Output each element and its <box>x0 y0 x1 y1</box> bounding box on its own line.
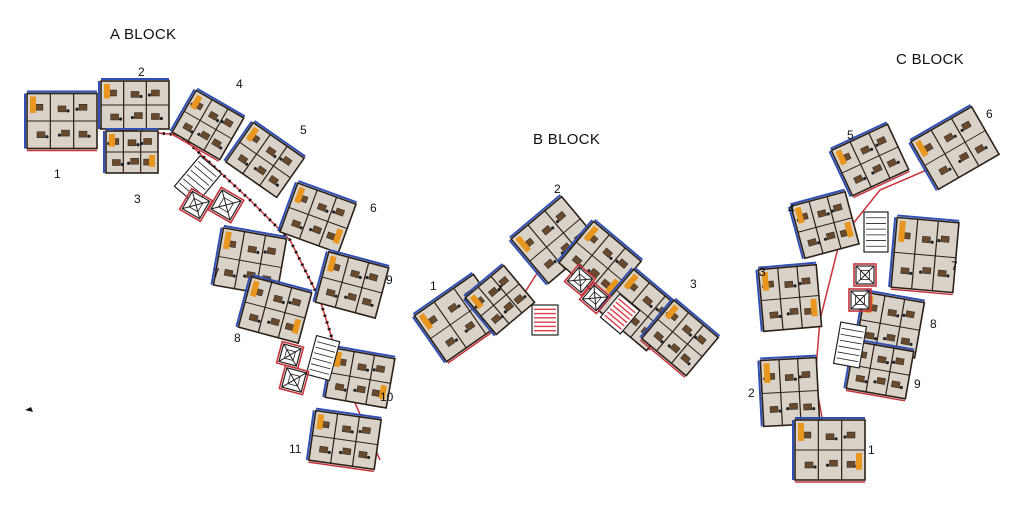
unit-label: 5 <box>847 128 854 142</box>
b-lift-1 <box>578 281 612 315</box>
c-stair-2 <box>832 321 868 369</box>
a-unit-5 <box>223 120 306 199</box>
unit-label: 3 <box>690 277 697 291</box>
unit-label: 2 <box>554 182 561 196</box>
c-unit-6 <box>908 104 1001 191</box>
block-b-plan <box>411 194 721 378</box>
a-unit-3 <box>103 128 159 174</box>
c-lift-2 <box>848 288 872 312</box>
c-unit-4 <box>788 188 861 260</box>
unit-label: 11 <box>289 442 302 456</box>
a-lift-4 <box>275 340 305 370</box>
a-lift-1 <box>207 186 245 224</box>
unit-label: 2 <box>748 386 755 400</box>
a-unit-1 <box>24 90 98 152</box>
a-lift-2 <box>178 187 214 223</box>
c-unit-1 <box>792 417 866 483</box>
unit-label: 6 <box>986 107 993 121</box>
block-a-plan <box>24 78 396 473</box>
unit-label: 3 <box>134 192 141 206</box>
c-unit-7 <box>888 214 960 296</box>
a-unit-4 <box>169 87 246 162</box>
b-stair-1 <box>531 304 559 336</box>
a-unit-2 <box>98 78 170 130</box>
unit-label: 2 <box>138 65 145 79</box>
block-c-plan <box>755 104 1001 483</box>
b-unit-1-b <box>463 263 536 337</box>
unit-label: 3 <box>759 265 766 279</box>
b-stair-2 <box>599 293 641 335</box>
c-unit-2 <box>757 354 821 428</box>
unit-label: 9 <box>914 377 921 391</box>
unit-label: 7 <box>213 266 220 280</box>
unit-label: 8 <box>234 331 241 345</box>
unit-label: 9 <box>386 273 393 287</box>
a-unit-11 <box>305 407 383 473</box>
a-stair-1 <box>173 154 223 206</box>
unit-label: 1 <box>868 443 875 457</box>
c-lift-1 <box>853 263 877 287</box>
c-unit-3 <box>755 261 823 333</box>
unit-label: 1 <box>430 279 437 293</box>
c-unit-9 <box>843 338 915 402</box>
a-unit-10 <box>322 345 396 409</box>
unit-label: 1 <box>54 167 61 181</box>
unit-label: 7 <box>951 259 958 273</box>
unit-label: 8 <box>930 317 937 331</box>
block-title-a: A BLOCK <box>110 26 177 43</box>
a-stair-2 <box>305 334 341 382</box>
block-a-corridor-dashes <box>99 126 347 381</box>
unit-label: 5 <box>300 123 307 137</box>
b-unit-3-b <box>639 297 721 378</box>
block-title-b: B BLOCK <box>533 131 601 148</box>
b-lift-2 <box>563 263 597 297</box>
unit-label: 4 <box>788 202 795 216</box>
block-title-c: C BLOCK <box>896 51 964 68</box>
a-unit-8 <box>235 273 313 345</box>
a-unit-9 <box>312 248 390 320</box>
a-lift-3 <box>278 364 310 396</box>
unit-label: 6 <box>370 201 377 215</box>
unit-label: 10 <box>380 390 394 404</box>
c-stair-1 <box>863 211 889 253</box>
unit-label: 4 <box>236 77 243 91</box>
a-unit-6 <box>277 180 358 255</box>
north-marker <box>25 407 33 412</box>
c-unit-5 <box>828 121 910 199</box>
